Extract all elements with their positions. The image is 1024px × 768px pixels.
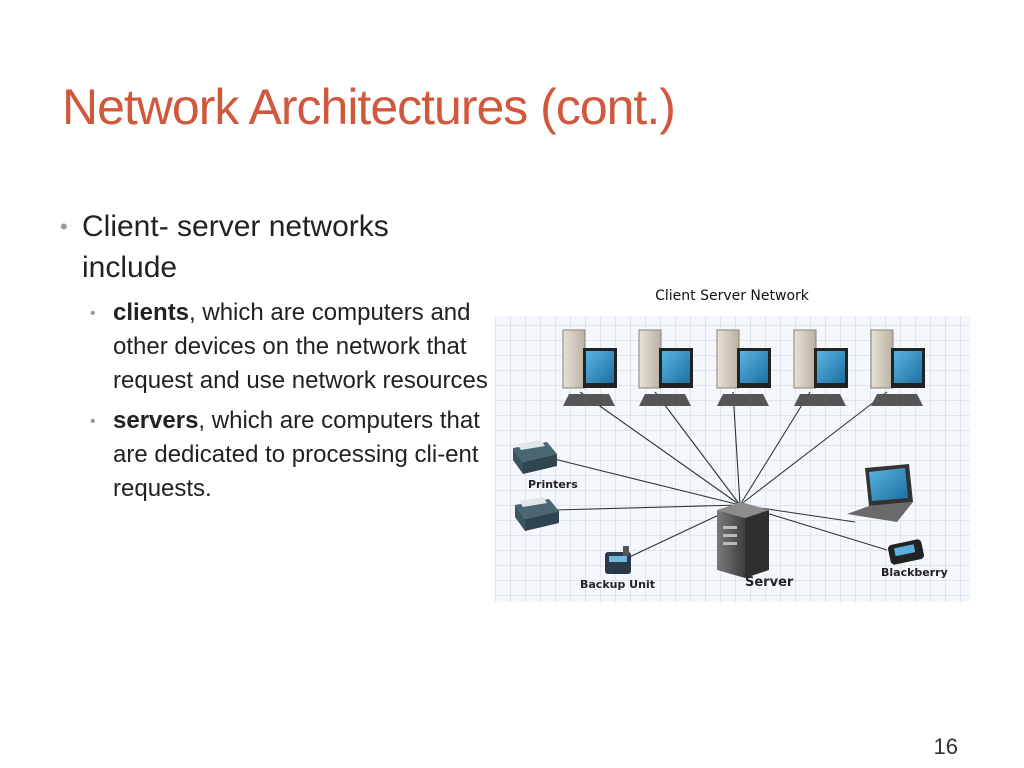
printer-icon [513, 440, 557, 474]
sub-bullet-clients: • clients, which are computers and other… [90, 296, 490, 398]
client-computer-icon [793, 329, 848, 406]
servers-definition: , which are computers that are dedicated… [113, 407, 480, 502]
client-computer-icon [638, 329, 693, 406]
link-client-3 [732, 391, 741, 506]
printers-label: Printers [528, 478, 578, 491]
link-client-5 [739, 391, 888, 506]
server-label: Server [745, 575, 794, 590]
client-computer-icon [870, 329, 925, 406]
backup-unit-label: Backup Unit [580, 578, 655, 591]
sub-bullet-servers: • servers, which are computers that are … [90, 404, 490, 506]
link-client-1 [579, 391, 741, 506]
blackberry-label: Blackberry [881, 566, 948, 579]
diagram-title: Client Server Network [655, 288, 810, 304]
bullet-dot: • [90, 413, 96, 430]
bullet-dot: • [60, 214, 68, 239]
link-client-4 [739, 391, 811, 506]
server-icon [717, 502, 769, 578]
client-server-diagram: Client Server Network [495, 288, 970, 602]
laptop-icon [847, 464, 913, 522]
link-client-2 [654, 391, 741, 506]
sub-bullet-list: • clients, which are computers and other… [60, 296, 490, 506]
printer-icon [515, 497, 559, 531]
bullet-main-text: Client- server networks include [82, 210, 389, 284]
bullet-main: • Client- server networks include [60, 206, 490, 288]
bullet-dot: • [90, 305, 96, 322]
client-computer-icon [716, 329, 771, 406]
page-number: 16 [933, 734, 958, 759]
bullet-list: • Client- server networks include • clie… [60, 206, 490, 512]
backup-unit-icon [605, 546, 631, 574]
link-printer-1 [549, 457, 741, 506]
slide-title: Network Architectures (cont.) [62, 79, 676, 135]
servers-term: servers [113, 407, 199, 434]
network-links [549, 391, 888, 561]
clients-term: clients [113, 299, 190, 326]
link-printer-2 [554, 504, 741, 511]
client-computer-icon [562, 329, 617, 406]
blackberry-icon [888, 539, 924, 565]
clients-definition: , which are computers and other devices … [113, 299, 488, 394]
